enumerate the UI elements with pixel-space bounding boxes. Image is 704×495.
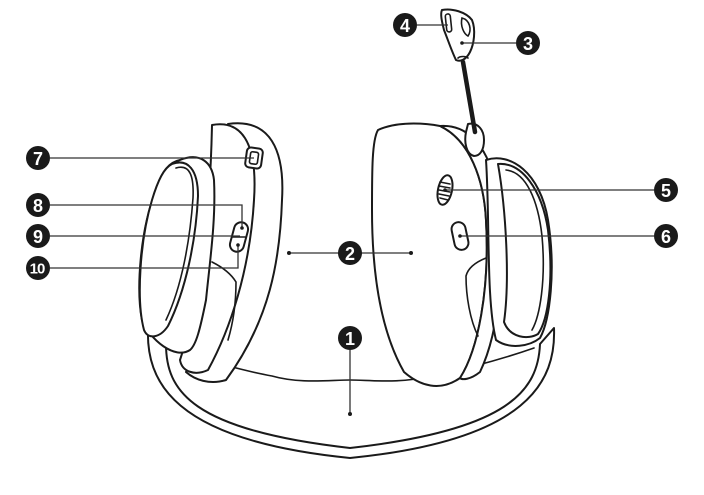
left-button-cluster xyxy=(228,221,250,253)
callout-number: 9 xyxy=(33,227,43,247)
callout-9: 9 xyxy=(26,224,50,248)
left-ear-cup xyxy=(138,122,284,383)
callout-1: 1 xyxy=(338,326,362,350)
callout-7: 7 xyxy=(26,146,50,170)
volume-wheel xyxy=(436,174,454,206)
callout-4: 4 xyxy=(393,13,417,37)
callout-8: 8 xyxy=(26,193,50,217)
right-ear-cup xyxy=(371,122,553,387)
callout-number: 10 xyxy=(30,261,45,278)
boom-microphone xyxy=(440,8,478,135)
callout-10: 10 xyxy=(26,256,50,280)
callout-number: 5 xyxy=(661,181,671,201)
leader-lines xyxy=(50,24,654,416)
callout-6: 6 xyxy=(654,224,678,248)
callout-number: 3 xyxy=(523,34,533,54)
callout-5: 5 xyxy=(654,178,678,202)
callout-3: 3 xyxy=(516,31,540,55)
callout-2: 2 xyxy=(338,241,362,265)
callout-number: 2 xyxy=(345,244,355,264)
callout-number: 7 xyxy=(33,149,43,169)
callout-number: 6 xyxy=(661,227,671,247)
callout-number: 4 xyxy=(400,16,410,36)
callout-number: 8 xyxy=(33,196,43,216)
callout-number: 1 xyxy=(345,329,355,349)
